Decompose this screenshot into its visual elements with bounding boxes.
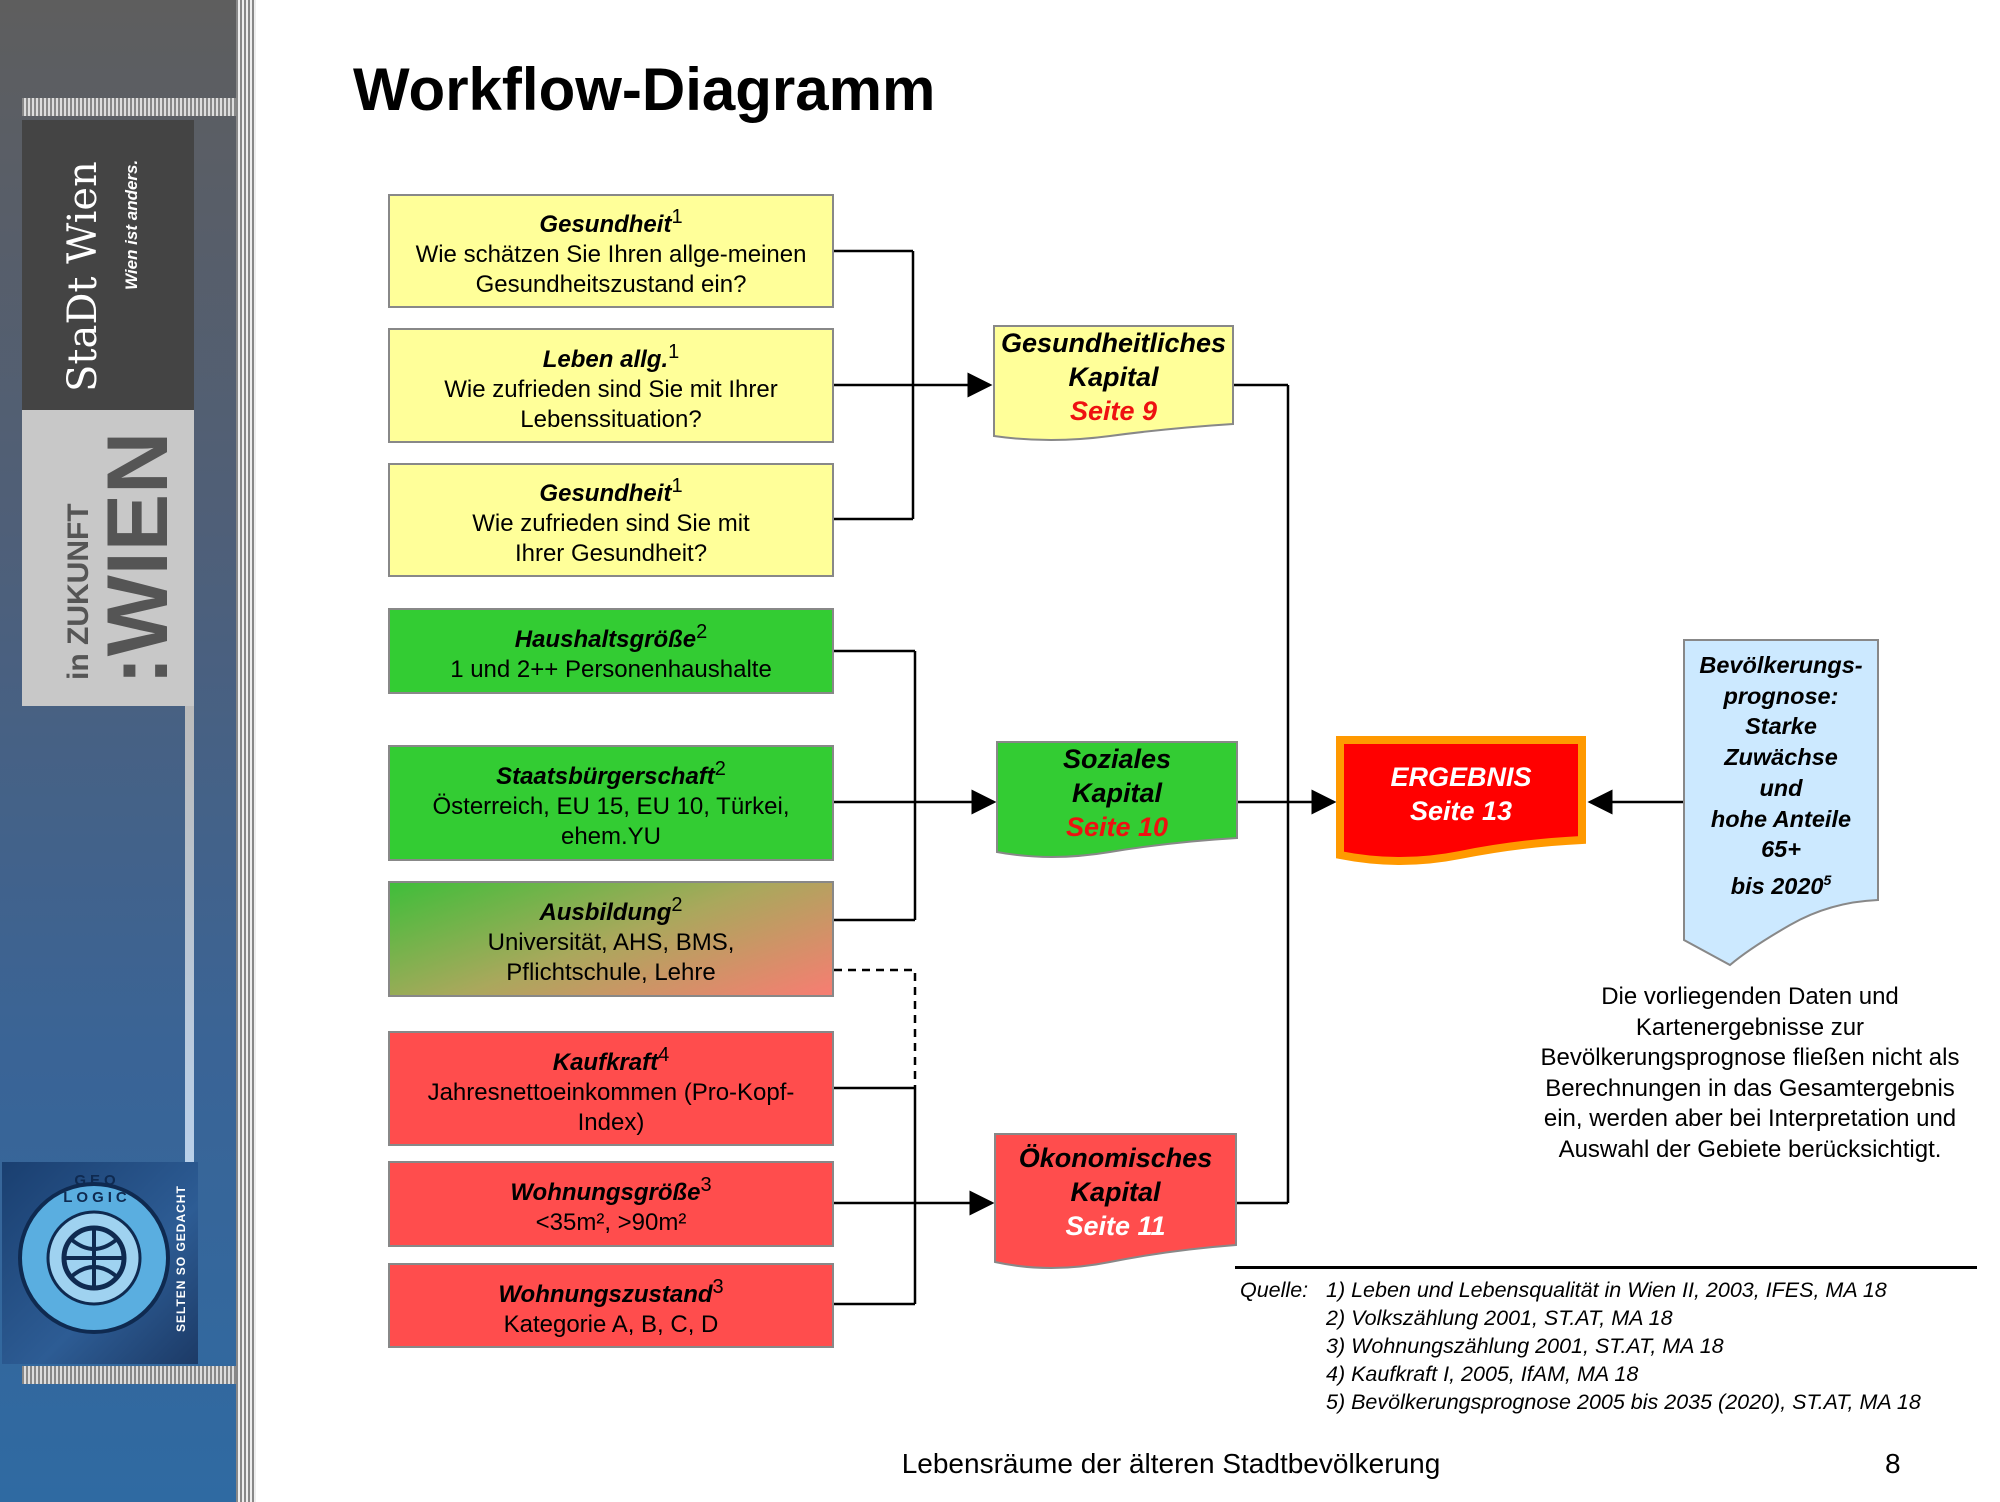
connector-green: [834, 649, 917, 922]
doc-shape-oekonomisch: [994, 1133, 1237, 1269]
globe-icon: [18, 1182, 170, 1334]
doc-shape-ergebnis: [1336, 736, 1586, 865]
connector-yellow: [834, 249, 915, 521]
sources: Quelle:1) Leben und Lebensqualität in Wi…: [1240, 1278, 1921, 1414]
page-number: 8: [1885, 1448, 1901, 1479]
footer-text: Lebensräume der älteren Stadtbevölkerung: [901, 1448, 1441, 1479]
connector-capitals: [1234, 383, 1290, 1205]
zukunft-wien-logo: in ZUKUNFT :WIEN: [22, 410, 194, 706]
divider: [1235, 1266, 1977, 1269]
logo3-ring-text: GEO LOGIC: [63, 1172, 131, 1206]
note-text: Die vorliegenden Daten und Kartenergebni…: [1540, 983, 1960, 1163]
geologic-logo: GEO LOGIC SELTEN SO GEDACHT: [2, 1162, 198, 1364]
sidebar-bar: [185, 706, 194, 1166]
input-box-wohnungsgroesse: Wohnungsgröße3<35m², >90m²: [388, 1161, 834, 1247]
sidebar-stripes: [236, 0, 256, 1502]
connector-dashed: [834, 968, 917, 1088]
stripe-divider: [22, 98, 236, 116]
doc-shape-gesundheit: [993, 325, 1234, 441]
stadt-wien-logo: StaDt Wien Wien ist anders.: [22, 120, 194, 410]
doc-shape-soziales: [996, 741, 1238, 858]
stripe-divider: [22, 1366, 236, 1384]
connector-red: [834, 1086, 917, 1306]
page-title: Workflow-Diagramm: [353, 56, 936, 123]
doc-shape-prognose: [1683, 639, 1879, 967]
